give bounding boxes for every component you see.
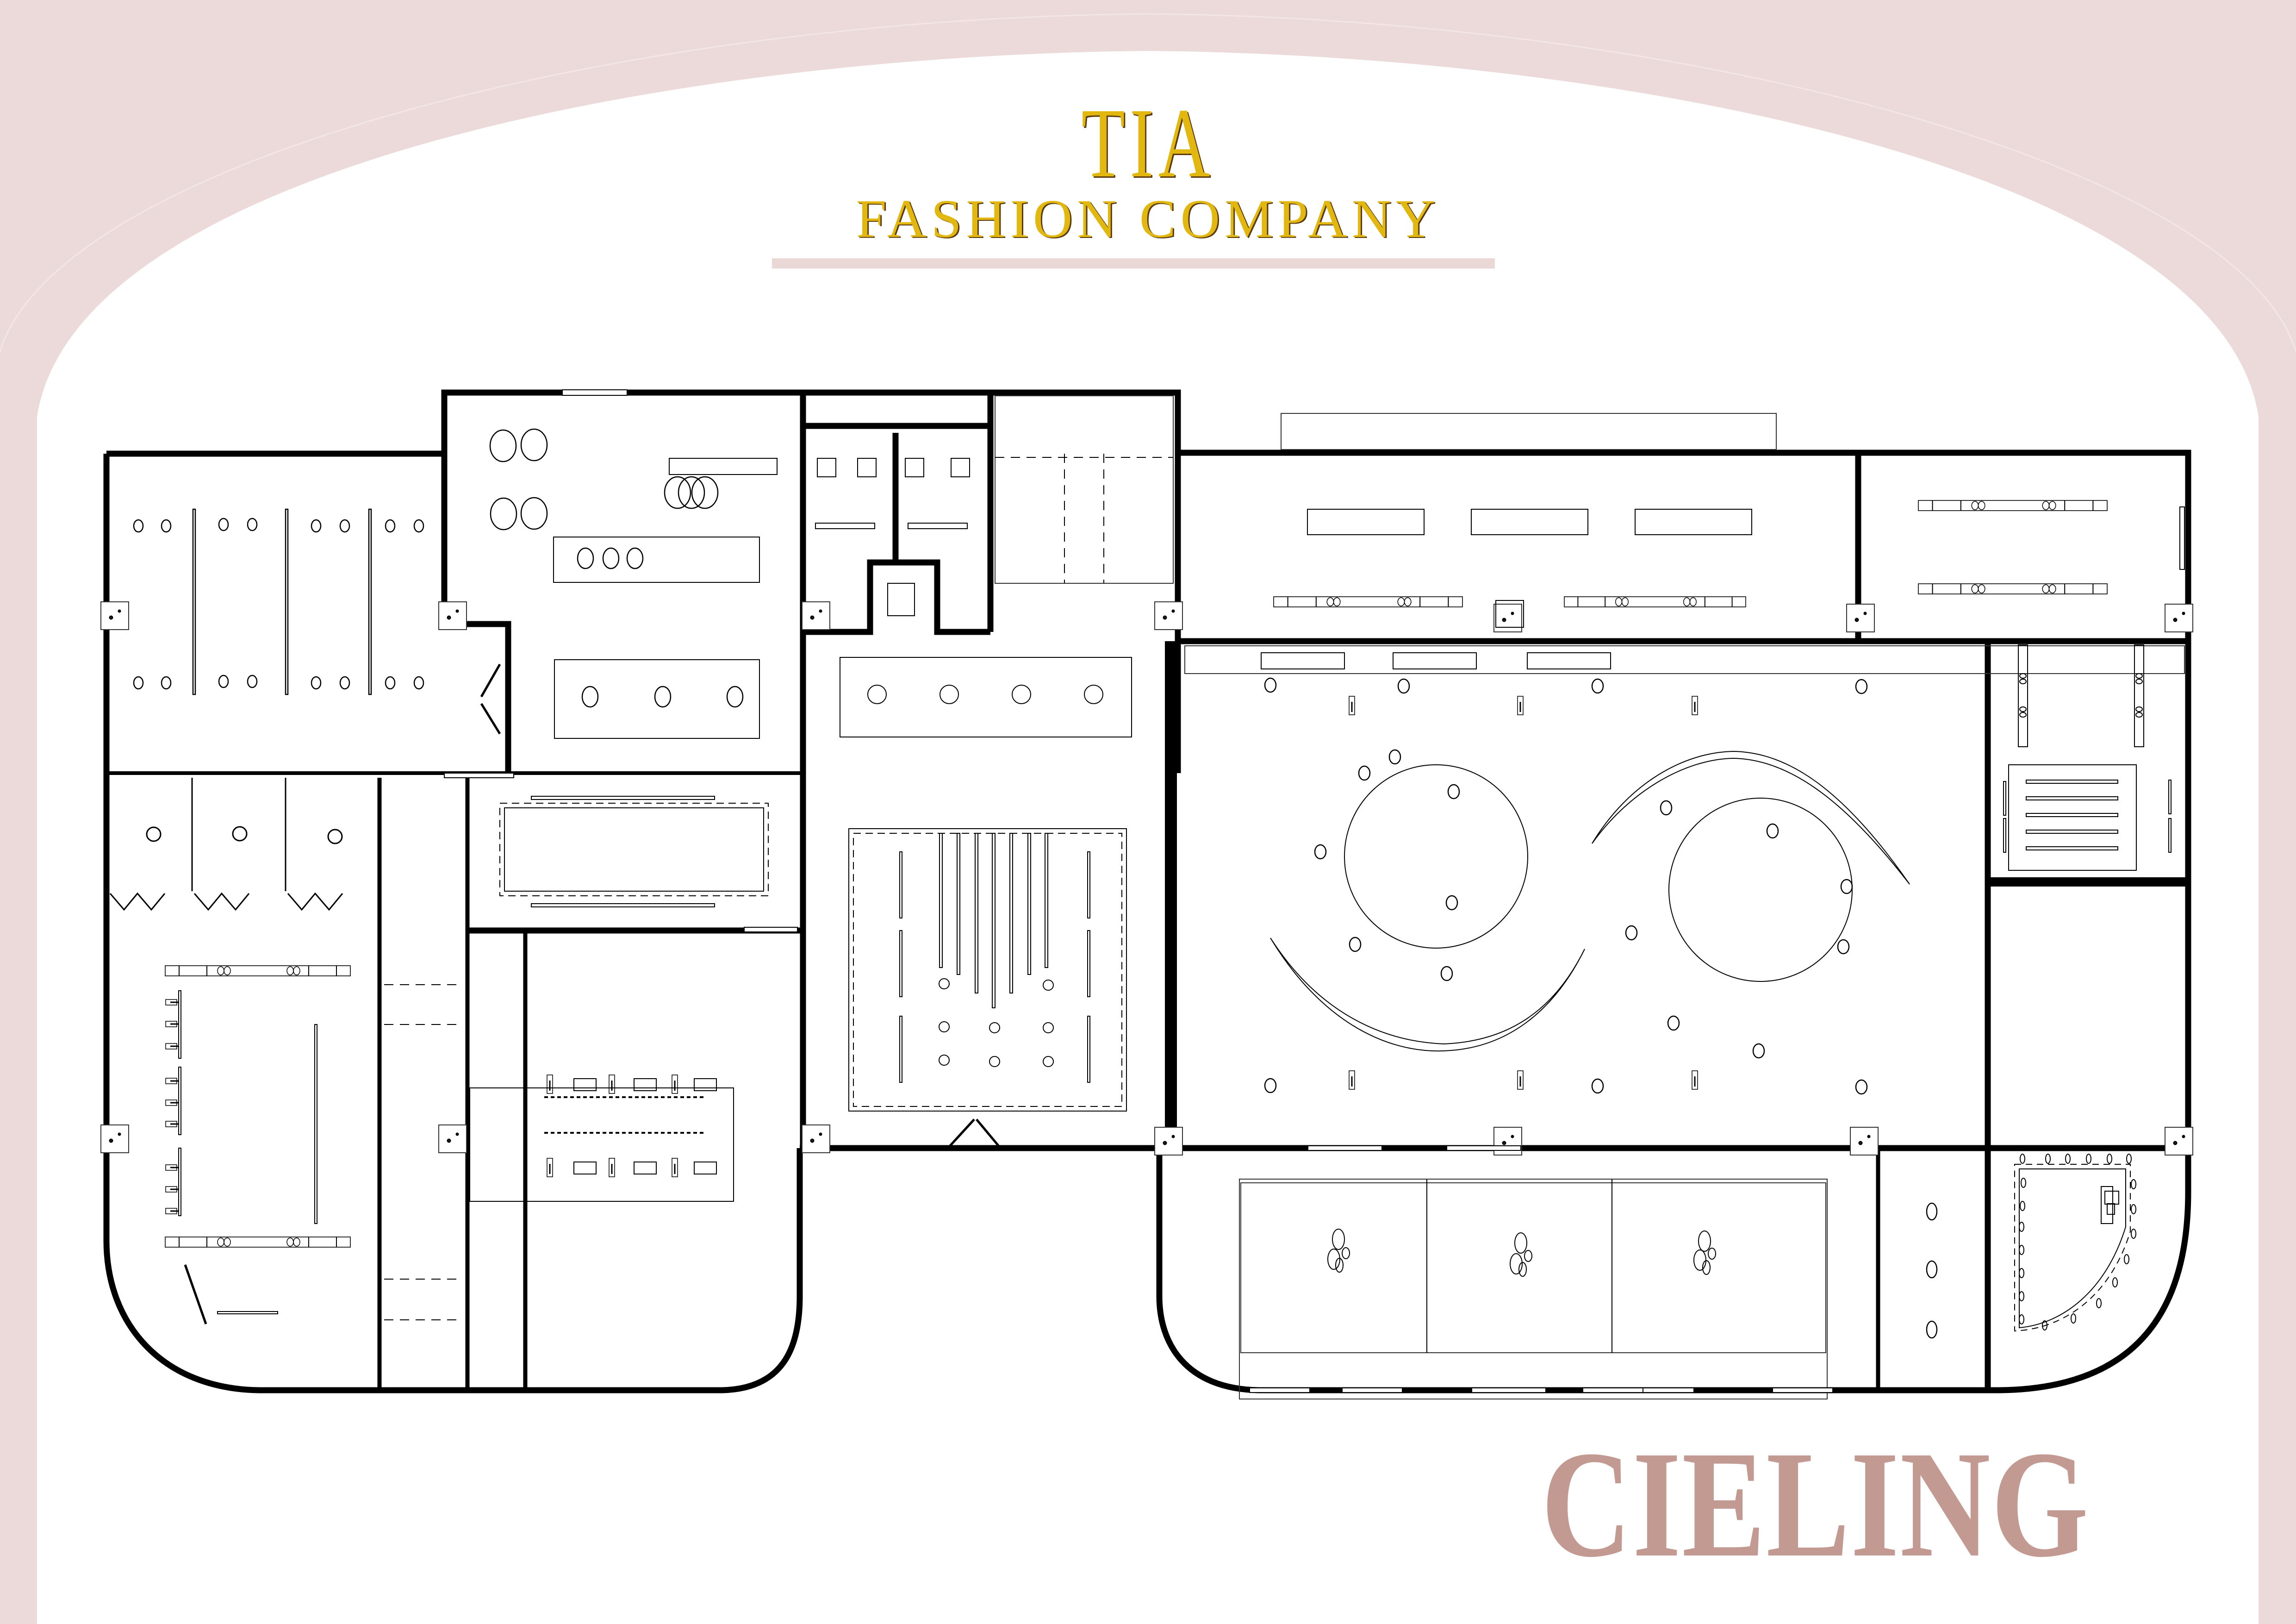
stair-core-outline [995,395,1174,584]
northeast-room-fixtures [1917,500,2185,595]
corridor-center-panel [840,657,1132,737]
main-atrium-fixtures [1184,645,2185,1095]
stock-room-fixtures [469,1074,734,1202]
windows [444,389,1833,1393]
corridor-west-bands [384,984,463,1320]
brand-subtitle: FASHION COMPANY [856,188,1440,249]
west-hall-south-fixtures [164,965,351,1324]
east-room-north-fixtures [2018,644,2144,747]
central-showroom-fixtures [848,828,1127,1148]
north-gallery-fixtures [1273,413,1777,628]
walls [103,389,2191,1393]
south-gallery-panels [1239,1179,1828,1399]
brand-title: TIA [1081,87,1215,198]
south-corridor-lights [1926,1202,1938,1339]
southeast-lounge-fixtures [2014,1154,2136,1332]
title-underline [772,258,1495,269]
west-hall-north-lights [133,508,501,735]
arch-outline [0,13,2296,352]
fitting-rooms [109,778,343,911]
lounge-north-lights [489,428,778,739]
sheet-label: CIELING [1541,1420,2090,1589]
display-room-panel [499,796,769,907]
restroom-vents [815,458,970,616]
east-room-south-fixtures [2003,764,2172,871]
